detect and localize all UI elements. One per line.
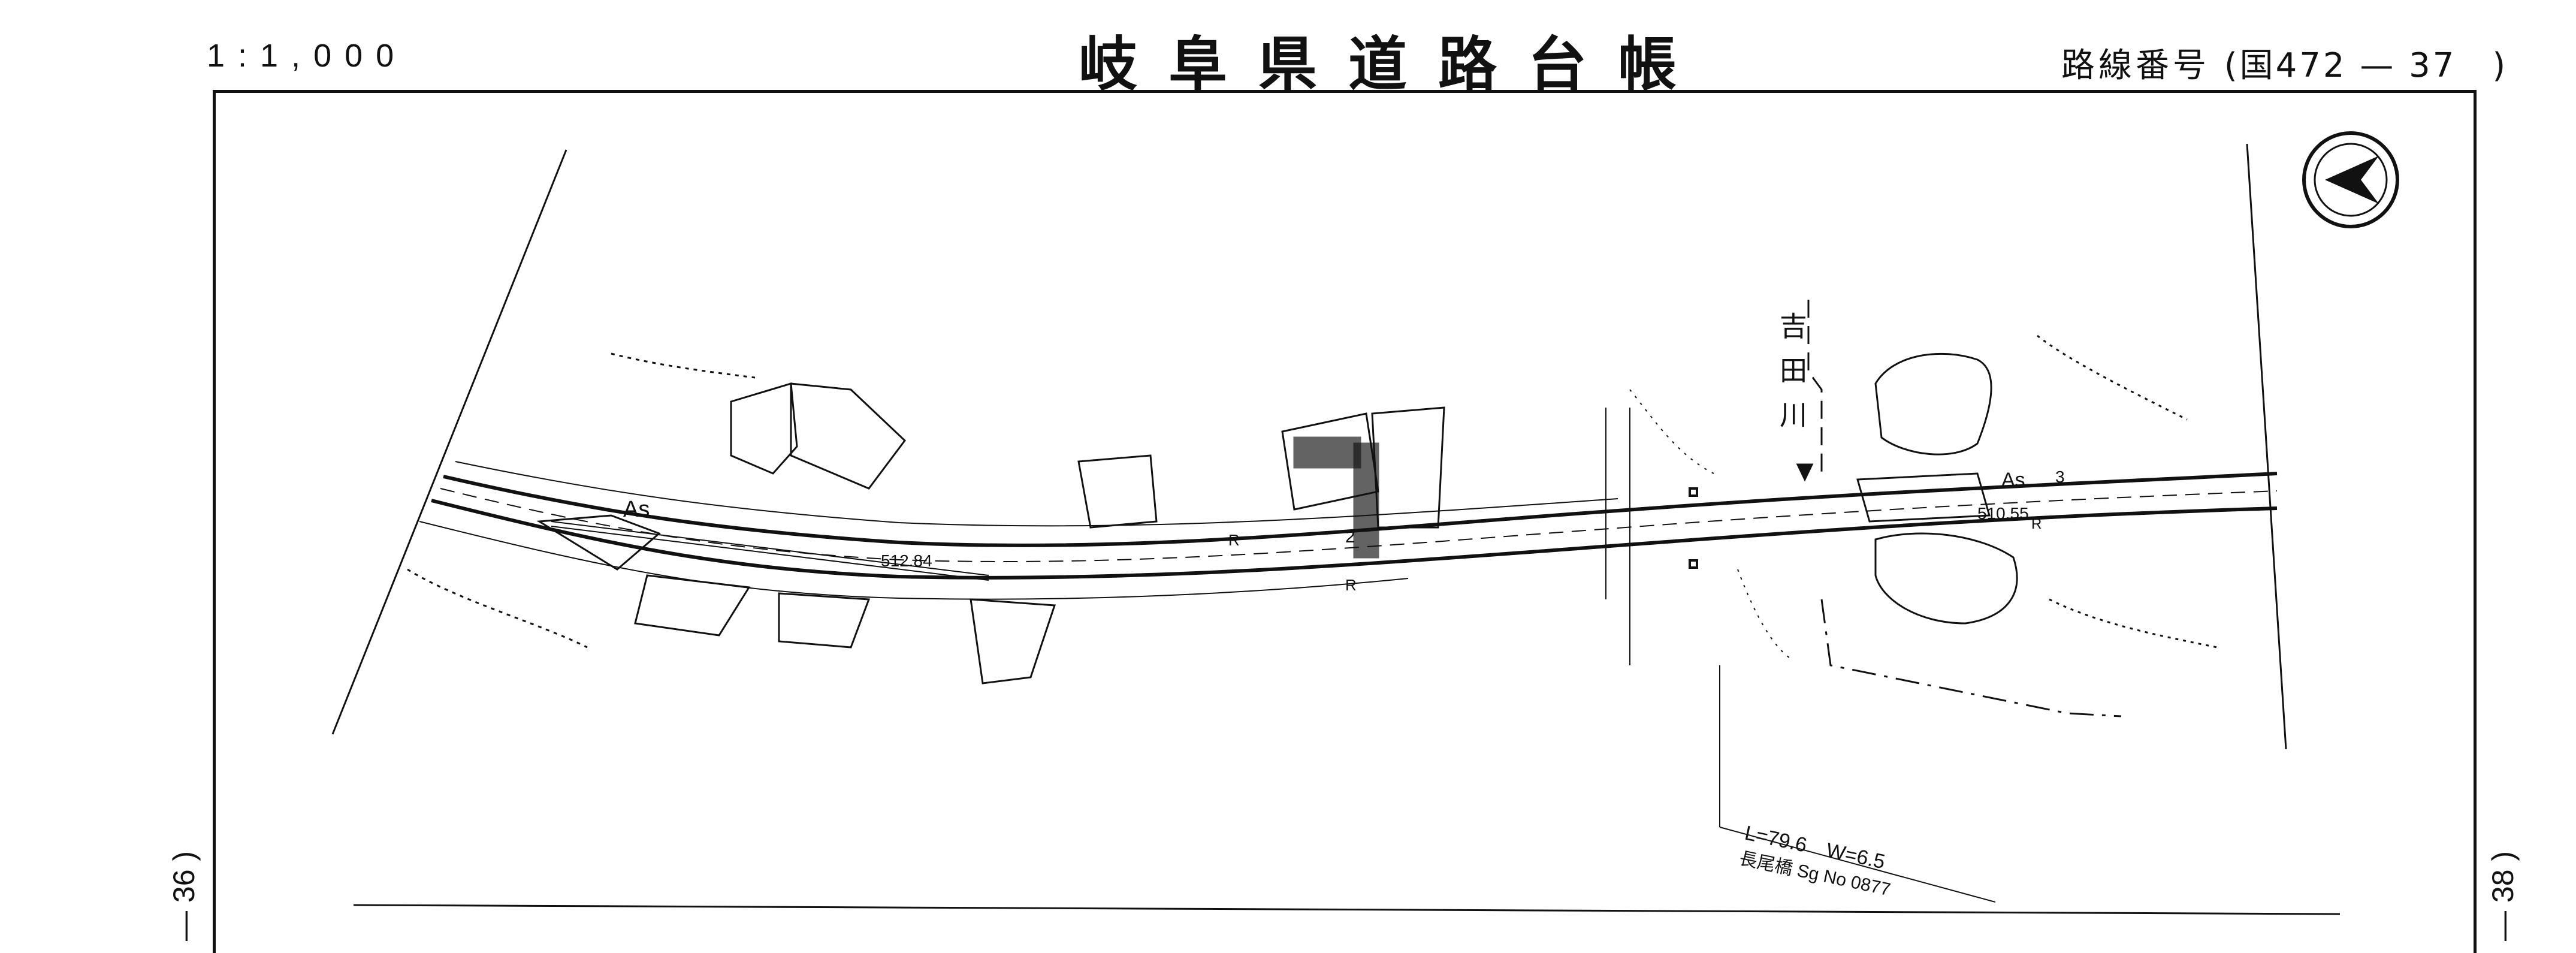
map-frame xyxy=(213,90,2477,953)
surface-label-right: As xyxy=(2001,469,2025,491)
road-label-r1: R xyxy=(1228,531,1240,549)
river-yoshida xyxy=(1629,300,2122,717)
lane-label-3: 3 xyxy=(2055,468,2065,486)
parcels-left xyxy=(407,352,1991,684)
retaining-walls xyxy=(551,408,1630,665)
page-title: 岐阜県道路台帳 xyxy=(1079,31,1708,99)
river-name-label: 吉田川 xyxy=(1776,312,1807,445)
sheet-boundary-right xyxy=(2246,143,2287,750)
road-label-r2: R xyxy=(1345,576,1357,594)
route-number-value: (国472 — 37 ) xyxy=(2224,46,2508,85)
bottom-rule xyxy=(353,904,2341,915)
vegetation-right xyxy=(1874,334,2218,649)
elevation-label-right: 510.55 xyxy=(1977,504,2029,523)
lane-label-2: 2 xyxy=(1345,527,1355,547)
surface-label-left: As xyxy=(623,497,650,522)
route-label: 路線番号 xyxy=(2061,46,2210,85)
main-road xyxy=(419,461,2278,600)
bridge xyxy=(1689,487,1996,903)
elevation-label-left: 512.84 xyxy=(881,551,932,570)
sheet-boundary-left xyxy=(331,149,567,735)
north-arrow-icon xyxy=(2302,131,2399,228)
road-label-r3: R xyxy=(2031,516,2042,532)
scale-label: 1:1,000 xyxy=(207,38,407,74)
route-number: 路線番号 (国472 — 37 ) xyxy=(2061,38,2508,87)
bridge-annotation: L=79.6 W=6.5 長尾橋 Sg No 0877 xyxy=(1738,822,1892,900)
